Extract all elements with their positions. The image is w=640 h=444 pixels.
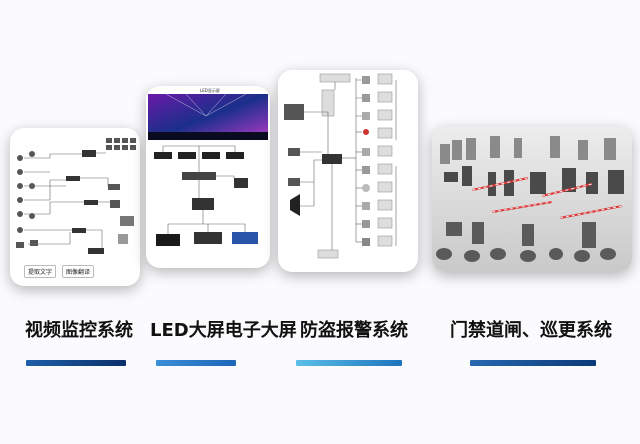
access-gate-card xyxy=(432,126,632,272)
card-title-alarm: 防盗报警系统 xyxy=(300,320,408,341)
video-surveillance-diagram xyxy=(16,138,136,254)
extract-text-chip[interactable]: 提取文字 xyxy=(24,265,57,278)
access-gate-collage xyxy=(436,136,624,262)
card-title-gate: 门禁道闸、巡更系统 xyxy=(450,320,612,341)
alarm-system-diagram xyxy=(284,73,397,259)
led-screen-diagram: LED显示屏 xyxy=(148,87,268,246)
translate-image-chip[interactable]: 图像翻译 xyxy=(62,265,95,278)
accent-bar-gate xyxy=(470,360,596,366)
alarm-system-card xyxy=(278,70,418,272)
action-chips: 提取文字 图像翻译 xyxy=(24,265,95,278)
screen-caption: LED显示屏 xyxy=(200,87,220,93)
card-title-led: LED大屏电子大屏 xyxy=(150,320,297,341)
accent-bar-video xyxy=(26,360,126,366)
accent-bar-led xyxy=(156,360,236,366)
accent-bar-alarm xyxy=(296,360,402,366)
led-screen-card: LED显示屏 xyxy=(146,86,270,268)
video-surveillance-card: 提取文字 图像翻译 xyxy=(10,128,140,286)
card-title-video: 视频监控系统 xyxy=(25,320,133,341)
